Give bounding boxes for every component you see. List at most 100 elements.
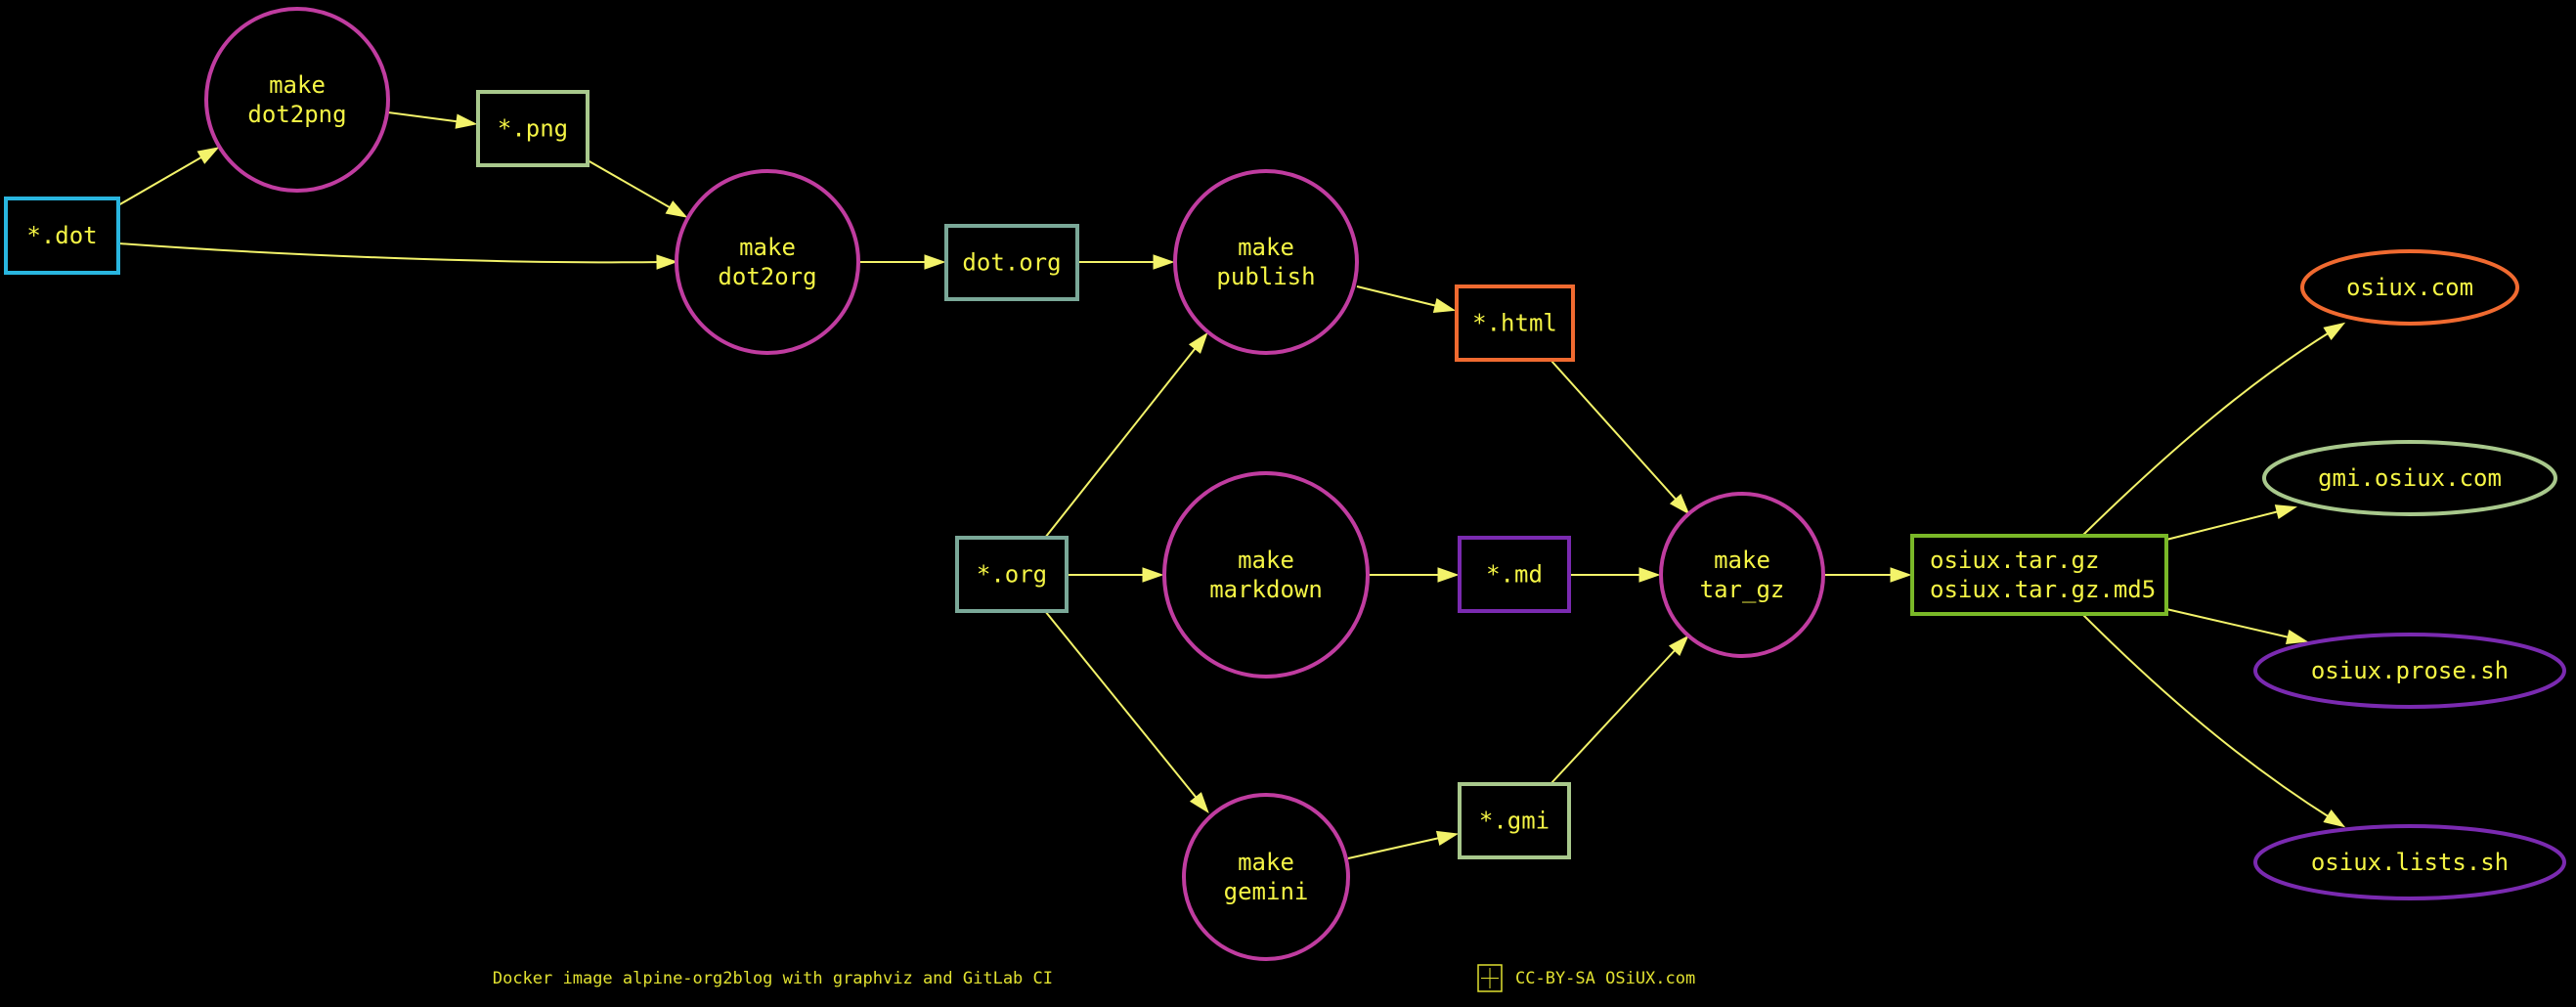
node-label: tar_gz: [1700, 576, 1785, 603]
arrowhead: [196, 147, 220, 164]
node-label: make: [269, 71, 326, 99]
arrowhead: [2323, 322, 2346, 340]
node-label: dot2org: [718, 263, 816, 290]
footer-caption: Docker image alpine-org2blog with graphv…: [493, 969, 1053, 988]
node-png: *.png: [476, 90, 589, 167]
destination-shape: [2253, 633, 2566, 709]
artifact-shape: [476, 90, 589, 167]
destination-shape: [2262, 440, 2557, 516]
edge-make_tar_gz-to-tarball: [1823, 567, 1912, 583]
node-osiux-com: osiux.com: [2300, 249, 2519, 326]
node-label: dot2png: [247, 101, 346, 128]
edge-make_publish-to-html: [1356, 285, 1457, 313]
edge-line: [387, 111, 463, 123]
artifact-shape: [1458, 536, 1571, 613]
arrowhead: [1437, 567, 1460, 583]
arrowhead: [1142, 567, 1164, 583]
node-org: *.org: [955, 536, 1069, 613]
arrowhead: [924, 254, 946, 270]
edge-tarball-to-osiux_lists_sh: [2081, 613, 2346, 828]
arrowhead: [665, 200, 688, 218]
arrowhead: [1668, 635, 1689, 657]
edge-line: [1356, 285, 1442, 308]
node-label: *.md: [1486, 561, 1543, 589]
edge-html-to-make_tar_gz: [1550, 359, 1690, 515]
arrowhead: [2274, 504, 2298, 520]
edge-tarball-to-osiux_com: [2081, 322, 2346, 537]
edge-tarball-to-gmi_osiux_com: [2165, 504, 2298, 541]
artifact-shape: [944, 224, 1079, 301]
footer: Docker image alpine-org2blog with graphv…: [493, 964, 1695, 992]
edge-org-to-make_markdown: [1067, 567, 1164, 583]
edge-line: [1550, 359, 1681, 504]
cc-by-sa-license-icon: [1477, 964, 1503, 992]
edge-org-to-make_gemini: [1044, 610, 1209, 814]
edge-line: [1044, 610, 1201, 803]
node-label: make: [739, 234, 796, 261]
edges-layer: [117, 111, 2346, 859]
node-label: gemini: [1224, 878, 1309, 905]
edge-png-to-make_dot2org: [587, 159, 688, 218]
edge-line: [2165, 509, 2284, 541]
arrowhead: [1890, 567, 1912, 583]
edge-make_gemini-to-gmi: [1347, 830, 1460, 859]
node-label: osiux.com: [2346, 274, 2473, 301]
edge-make_markdown-to-md: [1368, 567, 1460, 583]
edge-make_dot2png-to-png: [387, 111, 478, 129]
edge-line: [1044, 343, 1200, 539]
node-gmi-osiux-com: gmi.osiux.com: [2262, 440, 2557, 516]
edge-tarball-to-osiux_prose_sh: [2165, 608, 2309, 645]
artifact-shape: [1458, 782, 1571, 859]
edge-line: [1550, 645, 1680, 785]
process-shape: [675, 169, 860, 355]
arrowhead: [1189, 792, 1209, 814]
node-label: *.gmi: [1479, 808, 1550, 835]
node-label: make: [1238, 234, 1294, 261]
edge-line: [2081, 329, 2334, 537]
arrowhead: [455, 113, 478, 129]
arrowhead: [2285, 630, 2309, 645]
edge-md-to-make_tar_gz: [1569, 567, 1661, 583]
arrowhead: [2323, 810, 2346, 828]
process-shape: [1182, 793, 1350, 961]
process-shape: [1659, 492, 1825, 658]
node-label: make: [1238, 547, 1294, 574]
node-label: *.html: [1472, 310, 1557, 337]
node-osiux-prose-sh: osiux.prose.sh: [2253, 633, 2566, 709]
edge-line: [587, 159, 676, 211]
arrowhead: [1638, 567, 1661, 583]
nodes-layer: *.dotmakedot2png*.pngmakedot2orgdot.orgm…: [4, 7, 2566, 961]
node-label: publish: [1216, 263, 1315, 290]
process-shape: [204, 7, 390, 193]
arrowhead: [1435, 830, 1460, 846]
arrowhead: [1432, 297, 1457, 313]
arrowhead: [1153, 254, 1175, 270]
edge-gmi-to-make_tar_gz: [1550, 635, 1689, 785]
node-osiux-lists-sh: osiux.lists.sh: [2253, 824, 2566, 900]
edge-dot_org-to-make_publish: [1077, 254, 1175, 270]
node-dot: *.dot: [4, 197, 120, 275]
arrowhead: [656, 254, 678, 270]
destination-shape: [2253, 824, 2566, 900]
node-gmi: *.gmi: [1458, 782, 1571, 859]
destination-shape: [2300, 249, 2519, 326]
edge-line: [2165, 608, 2294, 639]
process-shape: [1162, 471, 1370, 679]
edge-line: [1347, 836, 1445, 859]
edge-line: [2081, 613, 2334, 820]
edge-make_dot2org-to-dot_org: [858, 254, 946, 270]
node-label: *.org: [977, 561, 1047, 589]
node-label: *.png: [498, 115, 568, 143]
node-label: osiux.tar.gz: [1930, 547, 2099, 574]
edge-line: [117, 242, 664, 264]
artifact-shape: [1455, 285, 1575, 362]
arrowhead: [1188, 331, 1208, 354]
edge-dot-to-make_dot2png: [117, 147, 220, 206]
